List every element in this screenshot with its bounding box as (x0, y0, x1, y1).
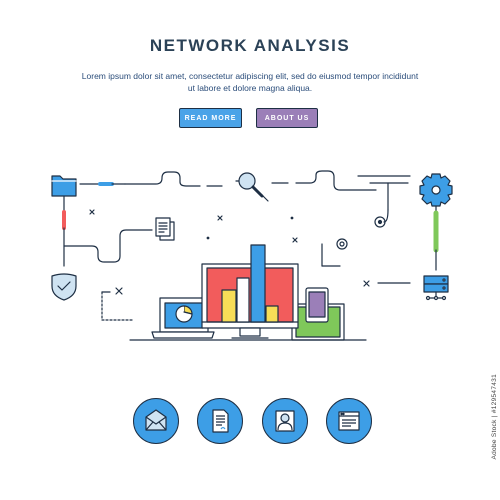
envelope-button[interactable] (133, 398, 179, 444)
page-title: NETWORK ANALYSIS (149, 36, 351, 55)
cross-marks (89, 209, 370, 295)
gear-icon (419, 173, 453, 207)
browser-icon (338, 411, 360, 431)
stock-watermark: Adobe Stock | #129547431 (491, 374, 498, 460)
browser-button[interactable] (326, 398, 372, 444)
server-icon (423, 275, 449, 301)
envelope-icon (145, 409, 167, 431)
document-icon (212, 409, 229, 433)
connection-lines (62, 170, 439, 321)
search-icon (238, 172, 264, 198)
user-button[interactable] (262, 398, 308, 444)
bottom-icon-row (0, 398, 500, 446)
read-more-button[interactable]: READ MORE (179, 108, 242, 128)
bar-chart-icon (221, 244, 279, 323)
document-button[interactable] (197, 398, 243, 444)
user-icon (275, 410, 295, 432)
about-us-button[interactable]: ABOUT US (256, 108, 318, 128)
smartphone-device (305, 287, 329, 323)
folder-icon (51, 175, 77, 197)
laptop-device (151, 297, 215, 339)
target-icon (336, 209, 389, 250)
page-description: Lorem ipsum dolor sit amet, consectetur … (81, 71, 419, 93)
network-illustration (51, 170, 453, 341)
document-icon (155, 217, 175, 241)
monitor-device (201, 263, 299, 339)
shield-check-icon (51, 273, 77, 301)
